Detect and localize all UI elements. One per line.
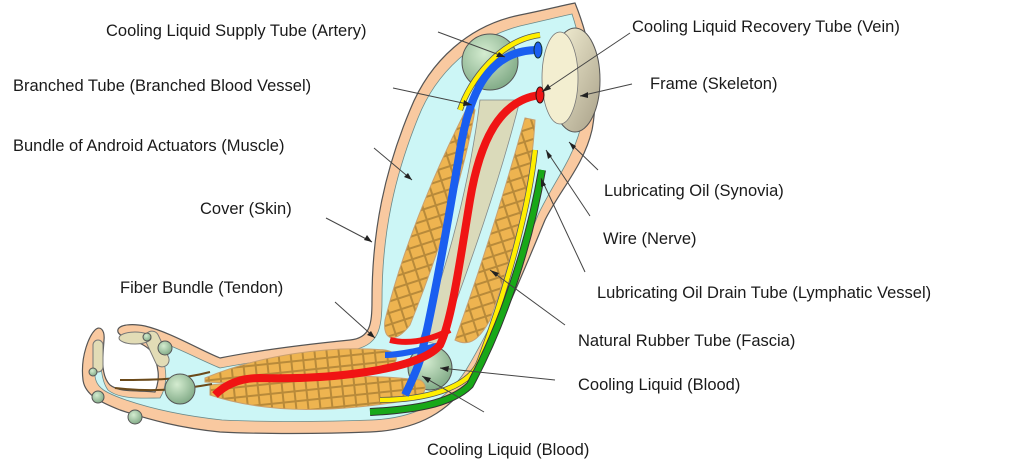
label-nerve: Wire (Nerve) [603,230,697,248]
label-blood-2: Cooling Liquid (Blood) [427,441,590,459]
label-muscle: Bundle of Android Actuators (Muscle) [13,137,285,155]
label-lymph: Lubricating Oil Drain Tube (Lymphatic Ve… [597,284,932,302]
label-tendon: Fiber Bundle (Tendon) [120,279,284,297]
label-skeleton: Frame (Skeleton) [650,75,778,93]
label-blood-1: Cooling Liquid (Blood) [578,376,741,394]
label-artery: Cooling Liquid Supply Tube (Artery) [106,22,367,40]
label-fascia: Natural Rubber Tube (Fascia) [578,332,796,350]
artery-tube [401,46,539,397]
label-synovia: Lubricating Oil (Synovia) [604,182,784,200]
label-branched-tube: Branched Tube (Branched Blood Vessel) [13,77,312,95]
label-skin: Cover (Skin) [200,200,292,218]
hand-skeleton [88,330,213,425]
vein-tube [212,91,541,398]
label-vein: Cooling Liquid Recovery Tube (Vein) [632,18,900,36]
arrowheads [364,52,588,383]
